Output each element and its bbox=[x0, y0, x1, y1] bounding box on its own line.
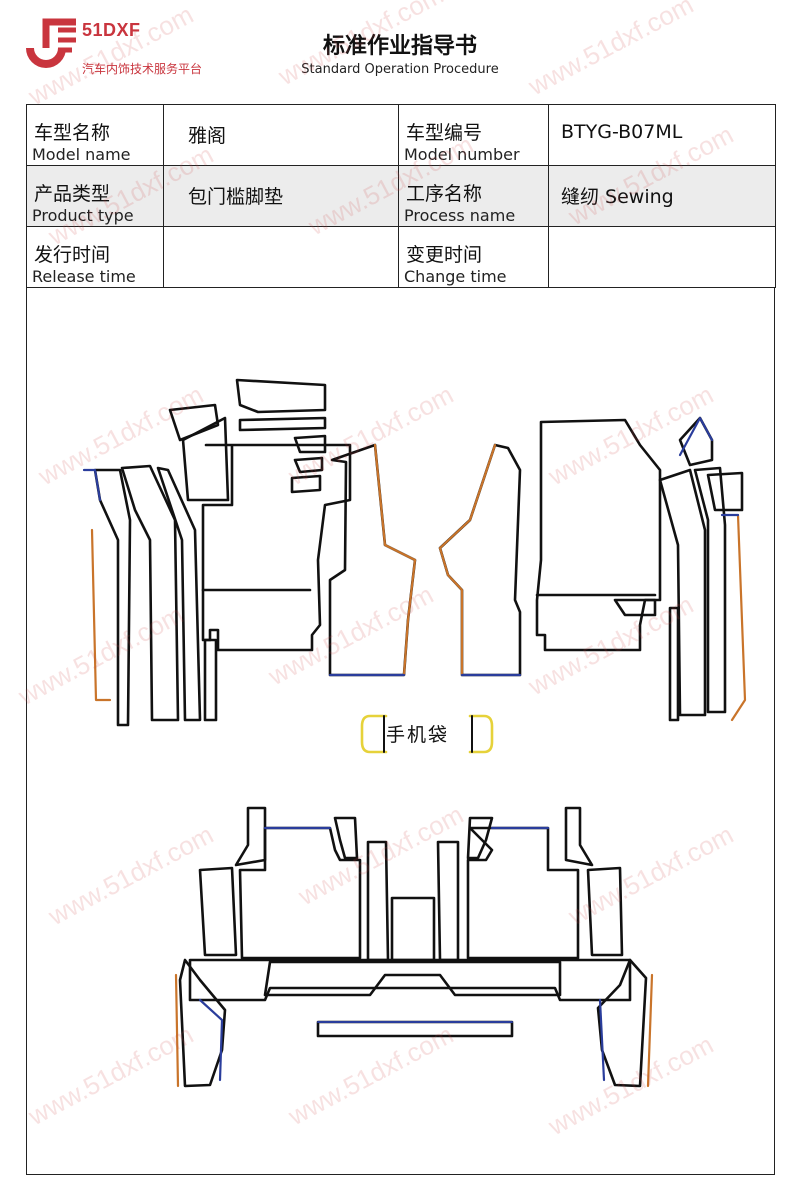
phone-pocket-label: 手机袋 bbox=[386, 724, 450, 746]
brand-logo: 51DXF 汽车内饰技术服务平台 bbox=[22, 18, 232, 80]
process-name-label-cell: 工序名称 Process name bbox=[398, 165, 549, 227]
model-number-label-zh: 车型编号 bbox=[406, 122, 483, 144]
product-type-label-cell: 产品类型 Product type bbox=[26, 165, 164, 227]
release-time-label-cell: 发行时间 Release time bbox=[26, 226, 164, 288]
model-name-label-cell: 车型名称 Model name bbox=[26, 104, 164, 166]
document-title: 标准作业指导书 bbox=[322, 34, 477, 59]
info-row-model: 车型名称 Model name 雅阁 车型编号 Model number BTY… bbox=[26, 104, 776, 166]
product-type-value-cell: 包门槛脚垫 bbox=[163, 165, 399, 227]
change-time-label-zh: 变更时间 bbox=[406, 244, 483, 266]
product-type-label-en: Product type bbox=[32, 206, 134, 225]
process-name-value: 缝纫 Sewing bbox=[561, 186, 674, 208]
info-row-time: 发行时间 Release time 变更时间 Change time bbox=[26, 226, 776, 288]
model-number-value-cell: BTYG-B07ML bbox=[548, 104, 776, 166]
model-number-value: BTYG-B07ML bbox=[561, 121, 683, 143]
model-number-label-cell: 车型编号 Model number bbox=[398, 104, 549, 166]
model-name-label-en: Model name bbox=[32, 145, 131, 164]
logo-subtitle: 汽车内饰技术服务平台 bbox=[82, 62, 203, 76]
model-name-value: 雅阁 bbox=[188, 125, 227, 147]
product-type-value: 包门槛脚垫 bbox=[188, 186, 284, 208]
change-time-label-cell: 变更时间 Change time bbox=[398, 226, 549, 288]
process-name-label-en: Process name bbox=[404, 206, 516, 225]
model-name-label-zh: 车型名称 bbox=[34, 122, 111, 144]
model-number-label-en: Model number bbox=[404, 145, 520, 164]
release-time-value-cell bbox=[163, 226, 399, 288]
logo-mark-icon bbox=[26, 18, 76, 68]
release-time-label-zh: 发行时间 bbox=[34, 244, 111, 266]
document-subtitle: Standard Operation Procedure bbox=[301, 62, 499, 77]
change-time-value-cell bbox=[548, 226, 776, 288]
change-time-label-en: Change time bbox=[404, 267, 507, 286]
logo-name: 51DXF bbox=[82, 20, 141, 40]
info-table: 车型名称 Model name 雅阁 车型编号 Model number BTY… bbox=[26, 104, 776, 288]
product-type-label-zh: 产品类型 bbox=[34, 183, 111, 205]
document-header: 51DXF 汽车内饰技术服务平台 标准作业指导书 Standard Operat… bbox=[0, 0, 800, 100]
process-name-label-zh: 工序名称 bbox=[406, 183, 483, 205]
release-time-label-en: Release time bbox=[32, 267, 136, 286]
pattern-drawing-area bbox=[26, 288, 775, 1175]
